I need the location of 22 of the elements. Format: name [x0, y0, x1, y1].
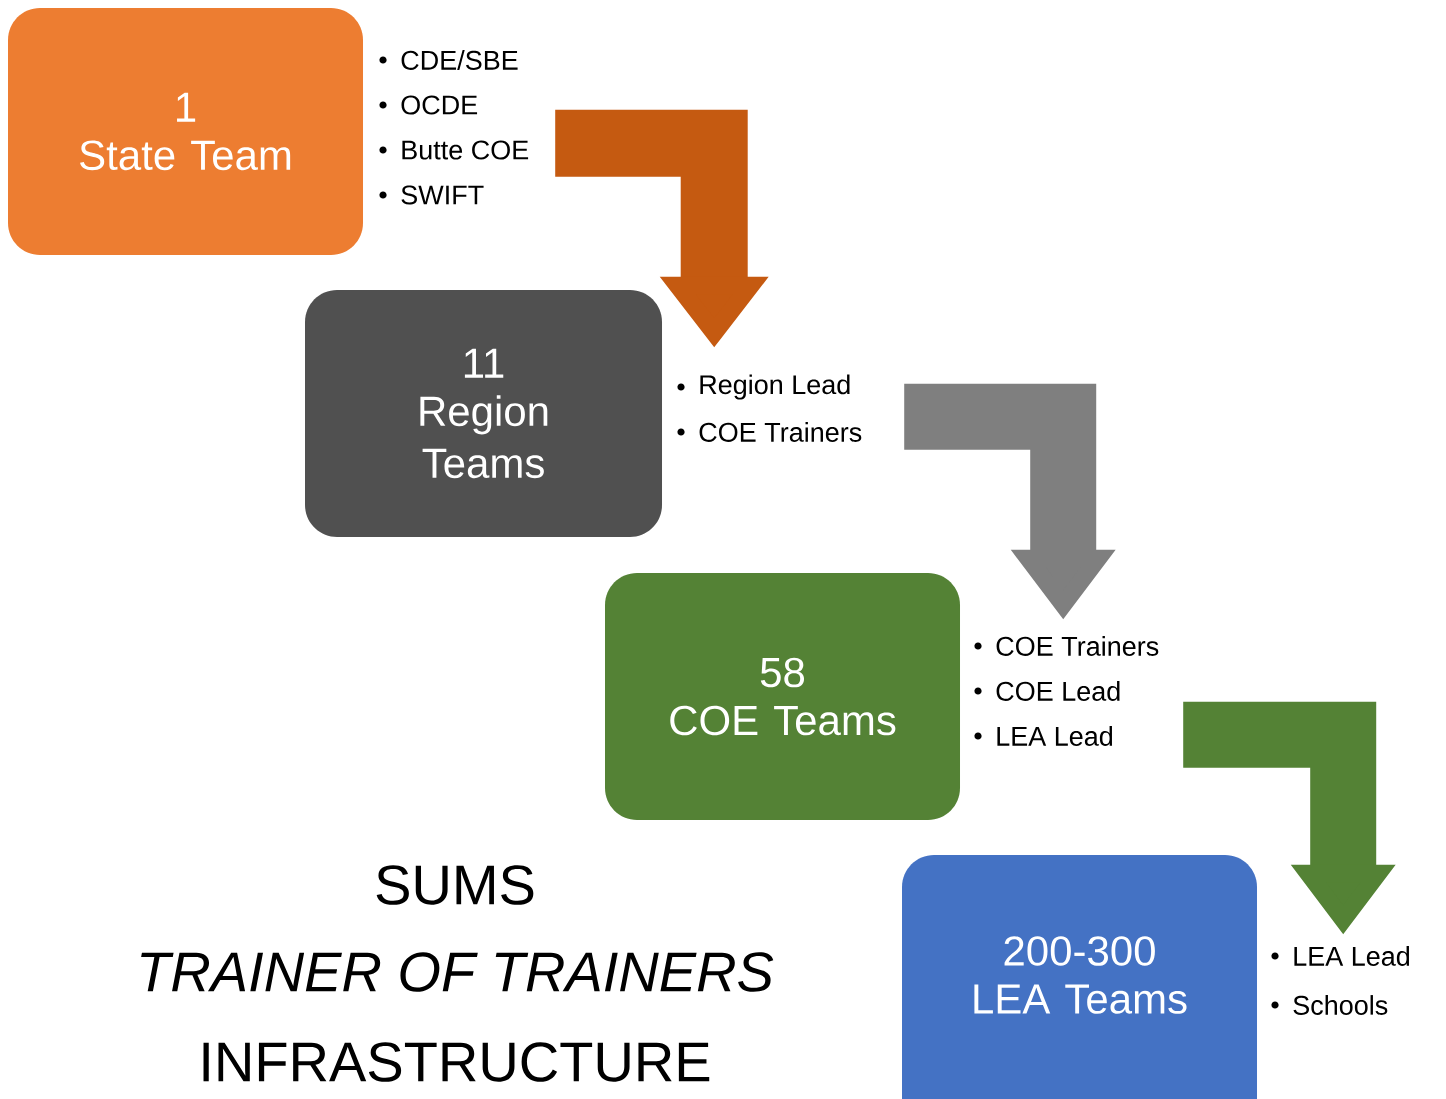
bullet-item: OCDE [401, 95, 478, 115]
title: SUMS [376, 865, 534, 905]
team-box [902, 855, 1257, 1099]
box-text: 200-300 LEA Teams [974, 936, 1187, 1014]
bullet-item: LEA Lead [997, 726, 1113, 746]
bullet-item: COE Lead [996, 681, 1120, 701]
box-text: 11 Region Teams [420, 348, 548, 479]
bullet-item: Butte COE [402, 140, 529, 160]
bullet-item: COE Trainers [699, 422, 862, 442]
bullet-item: Region Lead [700, 374, 850, 400]
box-text: 58 COE Teams [670, 657, 896, 736]
bullet-item: SWIFT [401, 185, 484, 205]
bullet-item: CDE/SBE [401, 50, 518, 70]
box-text: 1 State Team [80, 92, 291, 171]
team-box [305, 290, 662, 537]
bullet-item: LEA Lead [1294, 946, 1410, 966]
bullet-item: COE Trainers [996, 636, 1159, 656]
title-line: TRAINER OF TRAINERS [141, 952, 774, 992]
team-box [605, 573, 960, 820]
team-box [8, 8, 363, 255]
bullet-item: Schools [1293, 995, 1388, 1015]
title-line: INFRASTRUCTURE [203, 1042, 710, 1082]
